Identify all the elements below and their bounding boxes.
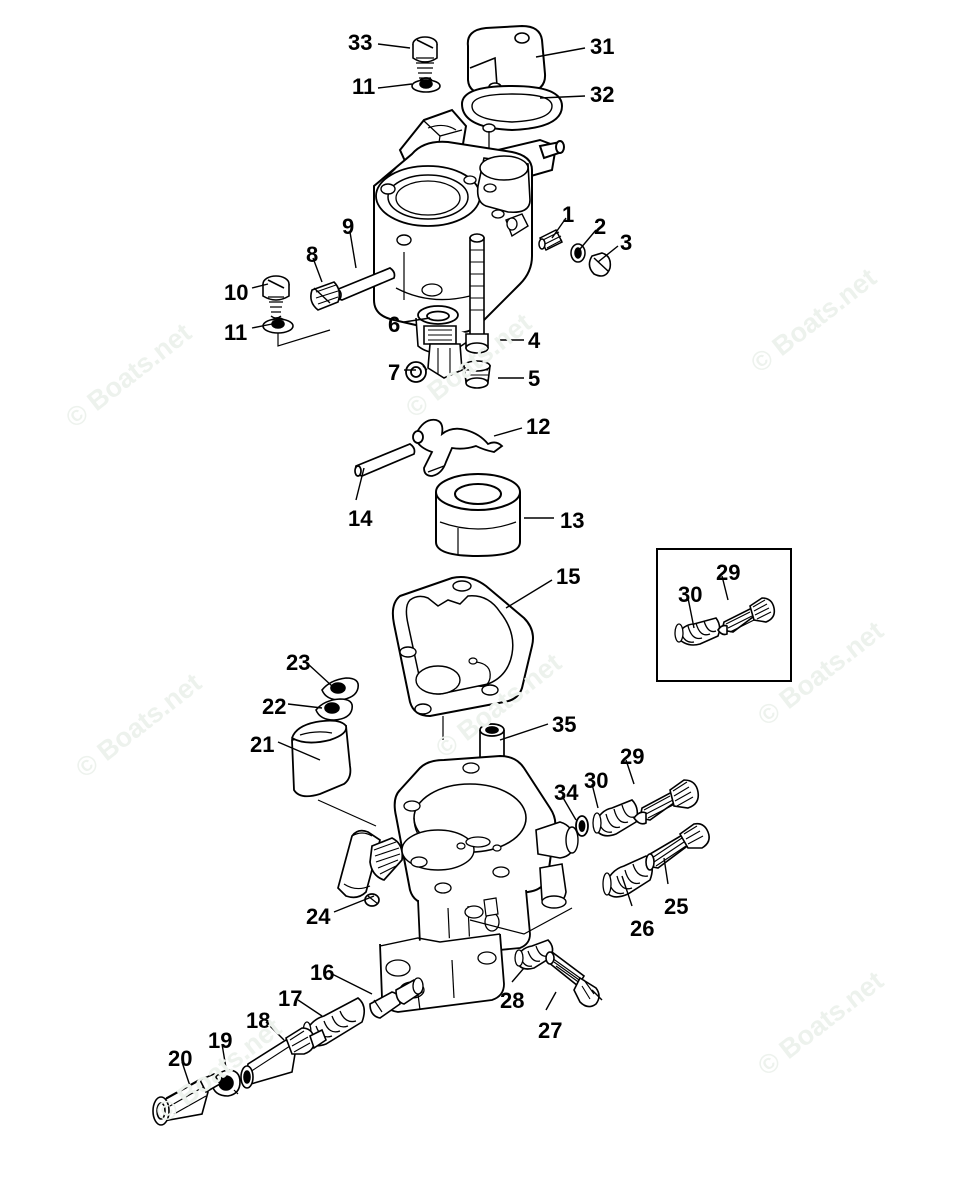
callout-number-13: 13 bbox=[560, 508, 585, 533]
callout-number-11: 11 bbox=[224, 320, 248, 345]
part-4-nozzle-tube bbox=[465, 233, 489, 354]
part-3-plug-screw bbox=[588, 252, 612, 277]
part-14-pivot-pin bbox=[354, 443, 416, 477]
inset-part-30-spring bbox=[674, 617, 721, 646]
callout-number-24: 24 bbox=[306, 904, 331, 929]
part-30-spring bbox=[592, 799, 639, 837]
part-15-body-gasket bbox=[391, 576, 534, 740]
part-6-gasket-washer bbox=[417, 305, 459, 325]
part-12-throttle-lever bbox=[412, 418, 504, 477]
part-16-needle-seat bbox=[369, 977, 424, 1019]
callout-number-11: 11 bbox=[352, 74, 376, 99]
part-33-cover-screw bbox=[412, 36, 438, 86]
part-23-washer-clip bbox=[321, 677, 360, 701]
callout-number-30: 30 bbox=[678, 582, 703, 607]
part-hex-fitting bbox=[423, 325, 463, 379]
callout-number-8: 8 bbox=[306, 242, 319, 267]
callout-number-35: 35 bbox=[552, 712, 577, 737]
part-8-plug-screw-side bbox=[310, 281, 341, 311]
part-19-lock-washer-small bbox=[211, 1069, 241, 1097]
part-24-fuel-inlet bbox=[337, 829, 404, 907]
callout-number-29: 29 bbox=[716, 560, 741, 585]
callout-number-26: 26 bbox=[630, 916, 655, 941]
callout-number-10: 10 bbox=[224, 280, 249, 305]
callout-number-29: 29 bbox=[620, 744, 645, 769]
part-20-cap-screw bbox=[152, 1072, 222, 1126]
part-31-cover-plate bbox=[466, 24, 547, 120]
callout-number-21: 21 bbox=[250, 732, 275, 757]
part-7-washer-ring bbox=[405, 361, 428, 383]
callout-number-14: 14 bbox=[348, 506, 373, 531]
part-34-o-ring bbox=[575, 815, 589, 837]
callout-number-9: 9 bbox=[342, 214, 355, 239]
part-11-lock-washer-top bbox=[411, 77, 441, 93]
callout-number-2: 2 bbox=[594, 214, 607, 239]
callout-number-5: 5 bbox=[528, 366, 541, 391]
callout-number-28: 28 bbox=[500, 988, 525, 1013]
callout-number-7: 7 bbox=[388, 360, 401, 385]
part-10-screw bbox=[262, 275, 290, 319]
callout-number-16: 16 bbox=[310, 960, 335, 985]
callout-number-20: 20 bbox=[168, 1046, 193, 1071]
part-25-adjusting-screw bbox=[645, 822, 710, 871]
callout-number-34: 34 bbox=[554, 780, 579, 805]
callout-number-31: 31 bbox=[590, 34, 615, 59]
callout-number-18: 18 bbox=[246, 1008, 271, 1033]
callout-number-3: 3 bbox=[620, 230, 633, 255]
callout-number-6: 6 bbox=[388, 312, 401, 337]
inset-part-29-knurled-screw bbox=[717, 597, 776, 636]
part-27-idle-screw bbox=[545, 950, 603, 1008]
part-main-body-upper bbox=[373, 108, 565, 354]
callout-number-25: 25 bbox=[664, 894, 689, 919]
callout-number-1: 1 bbox=[562, 202, 575, 227]
part-5-nozzle-plug bbox=[463, 360, 491, 389]
part-1-idle-screw bbox=[538, 228, 564, 252]
callout-number-30: 30 bbox=[584, 768, 609, 793]
detail-inset-box bbox=[656, 548, 792, 682]
callout-number-17: 17 bbox=[278, 986, 303, 1011]
callout-number-22: 22 bbox=[262, 694, 287, 719]
callout-number-19: 19 bbox=[208, 1028, 233, 1053]
part-11-lock-washer bbox=[262, 317, 331, 347]
part-18-adjusting-nut bbox=[240, 1027, 327, 1089]
part-2-packing-washer bbox=[570, 243, 586, 263]
callout-number-27: 27 bbox=[538, 1018, 563, 1043]
part-22-washer-small bbox=[315, 698, 354, 721]
part-main-body-lower bbox=[379, 754, 579, 1013]
callout-number-12: 12 bbox=[526, 414, 551, 439]
callout-number-32: 32 bbox=[590, 82, 615, 107]
callout-number-15: 15 bbox=[556, 564, 581, 589]
part-21-float-cylinder bbox=[290, 719, 377, 827]
part-13-float-spool bbox=[435, 473, 521, 558]
callout-number-33: 33 bbox=[348, 30, 373, 55]
callout-number-4: 4 bbox=[528, 328, 541, 353]
part-29-knurled-screw bbox=[632, 779, 700, 825]
callout-number-23: 23 bbox=[286, 650, 311, 675]
